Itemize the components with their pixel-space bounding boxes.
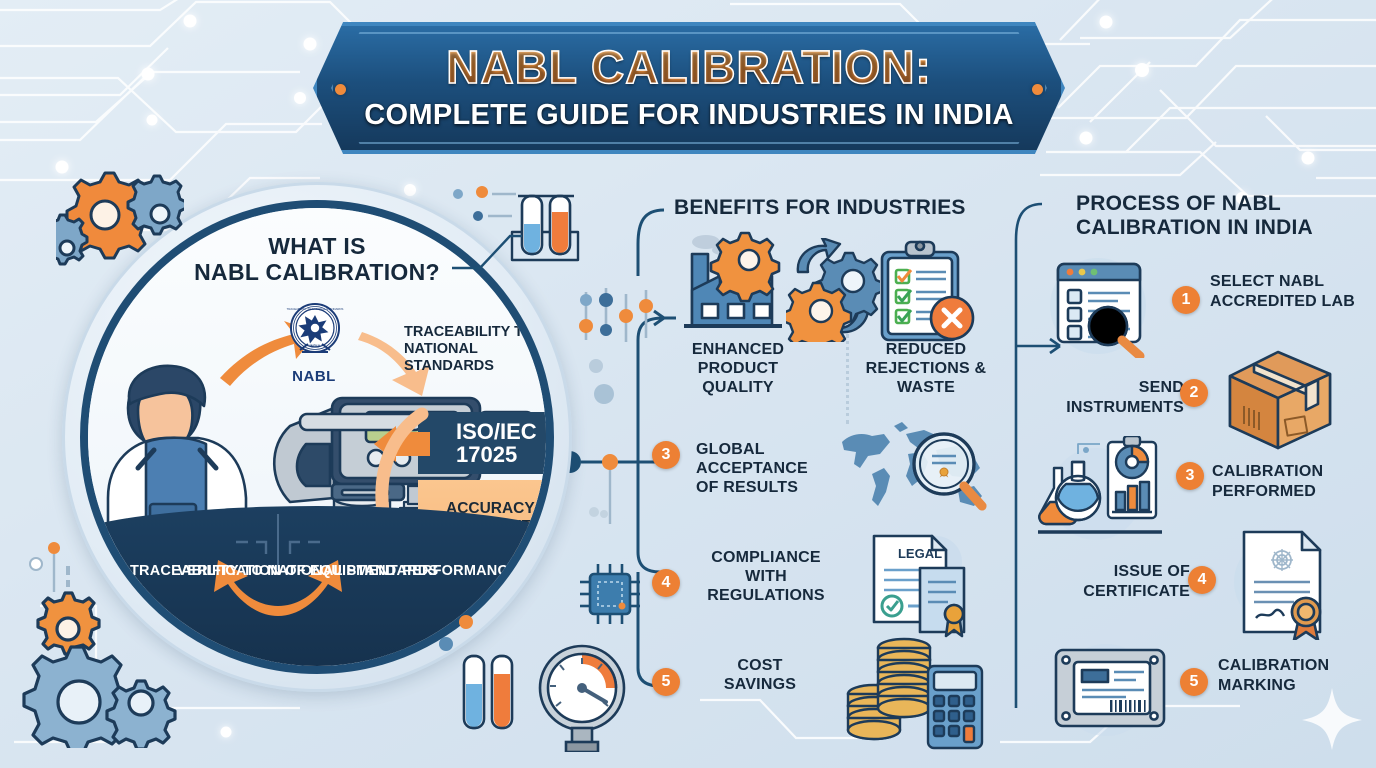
benefit-badge-5: 5 (652, 668, 680, 696)
process-label-5: CALIBRATION MARKING (1218, 657, 1330, 694)
decorative-slider-vertical (589, 454, 618, 524)
pressure-gauge-icon (538, 644, 626, 752)
clipboard-reject-icon (880, 240, 975, 342)
connector-dots-left (29, 542, 70, 592)
process-badge-1: 1 (1172, 286, 1200, 314)
process-label-4: ISSUE OF CERTIFICATE (1083, 563, 1190, 600)
benefits-divider (846, 334, 849, 424)
equalizer-sliders-icon (579, 288, 653, 342)
process-heading-line2: CALIBRATION IN INDIA (1076, 216, 1313, 240)
title-banner: NABL CALIBRATION: COMPLETE GUIDE FOR IND… (313, 22, 1065, 154)
svg-text:LEGAL: LEGAL (898, 546, 942, 561)
decorative-dots-mid (589, 359, 614, 404)
decorative-dots-upper (453, 186, 516, 221)
iso-line1: ISO/IEC (456, 418, 537, 444)
benefits-heading: BENEFITS FOR INDUSTRIES (674, 196, 966, 219)
test-tube-rack-bottom-icon (462, 654, 514, 730)
process-label-1: SELECT NABL ACCREDITED LAB (1210, 273, 1356, 310)
process-badge-5: 5 (1180, 668, 1208, 696)
recycle-gears-icon (786, 238, 880, 342)
iso-line2: 17025 (456, 442, 518, 467)
process-badge-3: 3 (1176, 462, 1204, 490)
browser-checklist-magnifier-icon (1050, 258, 1146, 358)
benefit-badge-4: 4 (652, 569, 680, 597)
benefit-label-3: GLOBAL ACCEPTANCE OF RESULTS (696, 441, 808, 497)
world-map-magnifier-icon (842, 422, 987, 511)
lab-flasks-chart-icon (1038, 436, 1162, 540)
gear-cluster-top-left (56, 171, 184, 266)
benefit-label-5: COST SAVINGS (723, 657, 797, 694)
process-label-2: SEND INSTRUMENTS (1066, 379, 1184, 416)
nabl-seal-label: NABL (292, 368, 336, 385)
band-label-verification: VERIFICATION OF EQUIPMENT PERFORMANCE (177, 562, 518, 579)
benefit-label-2: REDUCED REJECTIONS & WASTE (865, 341, 987, 397)
coins-calculator-icon (846, 637, 984, 750)
process-label-3: CALIBRATION PERFORMED (1212, 463, 1324, 500)
svg-text:INDIA: INDIA (310, 343, 321, 348)
process-heading-line1: PROCESS OF NABL (1076, 192, 1281, 215)
benefit-label-4: COMPLIANCE WITH REGULATIONS (707, 549, 825, 605)
benefit-label-1: ENHANCED PRODUCT QUALITY (691, 341, 785, 397)
shipping-box-icon (1228, 350, 1332, 450)
process-badge-2: 2 (1180, 379, 1208, 407)
benefit-badge-3: 3 (652, 441, 680, 469)
page-title: NABL CALIBRATION: (313, 40, 1065, 94)
legal-document-icon: LEGAL (872, 534, 966, 638)
process-badge-4: 4 (1188, 566, 1216, 594)
nabl-seal-icon: TRACEABILITY TO NATIONAL STANDARDS INDIA (287, 303, 344, 353)
calibration-label-barcode-icon (1054, 644, 1166, 736)
certificate-seal-icon (1234, 530, 1322, 640)
svg-text:TRACEABILITY TO NATIONAL STAND: TRACEABILITY TO NATIONAL STANDARDS (287, 307, 344, 311)
traceability-callout-label: TRACEABILITY TO NATIONAL STANDARDS (404, 324, 534, 375)
process-heading: PROCESS OF NABL CALIBRATION IN INDIA (1076, 192, 1376, 241)
decorative-dots-lower (439, 615, 473, 651)
microchip-icon (580, 564, 640, 624)
crosshair-marks-icon (236, 514, 320, 570)
factory-gear-icon (684, 231, 782, 328)
page-subtitle: COMPLETE GUIDE FOR INDUSTRIES IN INDIA (364, 99, 1014, 131)
